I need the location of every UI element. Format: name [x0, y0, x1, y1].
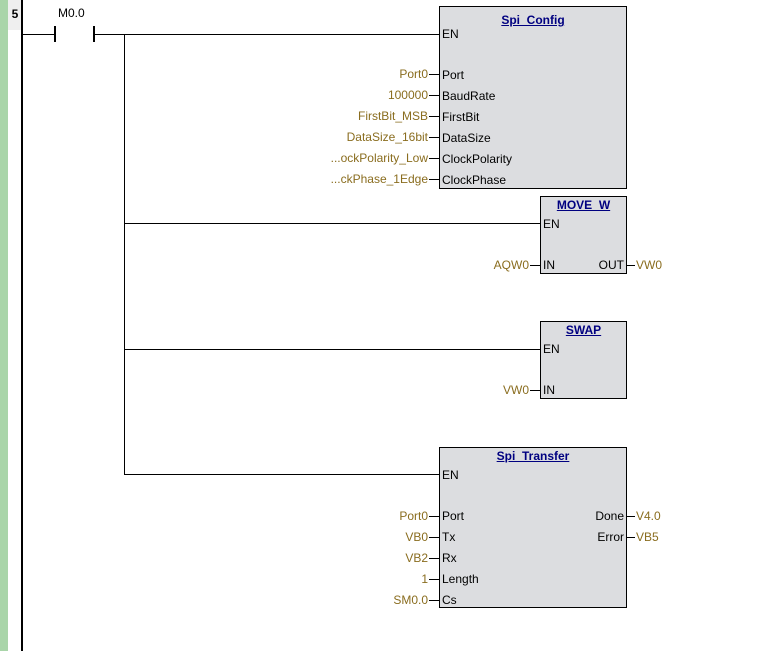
rail-to-contact-wire — [23, 34, 54, 35]
left-margin-bar — [0, 0, 8, 651]
spi-transfer-pin-port: Port — [442, 509, 465, 523]
spi-config-pin-port: Port — [442, 68, 465, 82]
spi-transfer-pin-rx: Rx — [442, 551, 457, 565]
swap-block[interactable]: SWAP EN IN — [540, 321, 627, 399]
spi-transfer-param-port[interactable]: Port0 — [399, 509, 428, 523]
move-w-in-param[interactable]: AQW0 — [493, 258, 529, 272]
rung-number: 5 — [11, 7, 19, 21]
spi-config-stub-port — [429, 74, 439, 75]
spi-config-param-clockpolarity[interactable]: ...ockPolarity_Low — [330, 151, 428, 165]
spi-transfer-pin-cs: Cs — [442, 593, 457, 607]
spi-transfer-out-done: Done — [595, 509, 624, 523]
spi-transfer-en-pin: EN — [442, 468, 459, 482]
contact-label[interactable]: M0.0 — [58, 6, 85, 20]
spi-transfer-param-rx[interactable]: VB2 — [405, 551, 428, 565]
spi-transfer-stub-tx — [429, 537, 439, 538]
move-w-out-stub — [627, 265, 635, 266]
spi-transfer-param-length[interactable]: 1 — [421, 572, 428, 586]
spi-config-pin-firstbit: FirstBit — [442, 110, 480, 124]
spi-config-pin-clockpolarity: ClockPolarity — [442, 152, 513, 166]
spi-config-param-clockphase[interactable]: ...ckPhase_1Edge — [330, 172, 428, 186]
spi-transfer-stub-rx — [429, 558, 439, 559]
branch-swap-wire — [124, 349, 541, 350]
spi-config-param-firstbit[interactable]: FirstBit_MSB — [357, 109, 428, 123]
spi-transfer-pin-length: Length — [442, 572, 479, 586]
spi-config-param-port[interactable]: Port0 — [399, 67, 428, 81]
spi-config-stub-datasize — [429, 137, 439, 138]
move-w-en-pin: EN — [543, 217, 560, 231]
move-w-out-param[interactable]: VW0 — [636, 258, 663, 272]
spi-config-pin-datasize: DataSize — [442, 131, 491, 145]
spi-transfer-stub-port — [429, 516, 439, 517]
swap-in-stub — [530, 390, 540, 391]
spi-transfer-param-tx[interactable]: VB0 — [405, 530, 428, 544]
move-w-out-pin: OUT — [598, 258, 624, 272]
spi-config-stub-baudrate — [429, 95, 439, 96]
swap-in-param[interactable]: VW0 — [502, 383, 529, 397]
spi-config-stub-firstbit — [429, 116, 439, 117]
spi-transfer-pin-tx: Tx — [442, 530, 456, 544]
spi-config-title[interactable]: Spi_Config — [501, 13, 565, 27]
spi-transfer-stub-error — [627, 537, 635, 538]
contact-right-bar — [93, 26, 95, 42]
spi-transfer-title[interactable]: Spi_Transfer — [496, 449, 570, 463]
move-w-block[interactable]: MOVE_W EN IN OUT — [540, 196, 627, 274]
spi-config-en-pin: EN — [442, 27, 459, 41]
spi-config-block[interactable]: Spi_Config EN Port BaudRate FirstBit Dat… — [439, 6, 627, 189]
move-w-in-pin: IN — [543, 258, 555, 272]
move-w-title[interactable]: MOVE_W — [556, 198, 611, 212]
spi-config-param-datasize[interactable]: DataSize_16bit — [346, 130, 428, 144]
spi-transfer-param-cs[interactable]: SM0.0 — [393, 593, 428, 607]
spi-config-stub-clockpolarity — [429, 158, 439, 159]
swap-title[interactable]: SWAP — [565, 323, 602, 337]
spi-config-pin-clockphase: ClockPhase — [442, 173, 507, 187]
swap-en-pin: EN — [543, 342, 560, 356]
power-rail — [21, 0, 23, 651]
spi-config-pin-baudrate: BaudRate — [442, 89, 496, 103]
move-w-in-stub — [530, 265, 540, 266]
contact-left-bar — [54, 26, 56, 42]
spi-transfer-stub-cs — [429, 600, 439, 601]
spi-config-param-baudrate[interactable]: 100000 — [387, 88, 428, 102]
branch-move-wire — [124, 223, 541, 224]
contact-to-config-wire — [95, 34, 440, 35]
branch-vertical-wire — [124, 34, 125, 474]
spi-transfer-stub-length — [429, 579, 439, 580]
spi-transfer-stub-done — [627, 516, 635, 517]
spi-transfer-out-error: Error — [597, 530, 624, 544]
swap-in-pin: IN — [543, 383, 555, 397]
spi-transfer-block[interactable]: Spi_Transfer EN Port Tx Rx Length Cs Don… — [439, 447, 627, 608]
spi-transfer-param-done[interactable]: V4.0 — [636, 509, 661, 523]
spi-config-stub-clockphase — [429, 179, 439, 180]
spi-transfer-param-error[interactable]: VB5 — [636, 530, 659, 544]
rung-header[interactable] — [8, 0, 22, 30]
branch-transfer-wire — [124, 474, 440, 475]
